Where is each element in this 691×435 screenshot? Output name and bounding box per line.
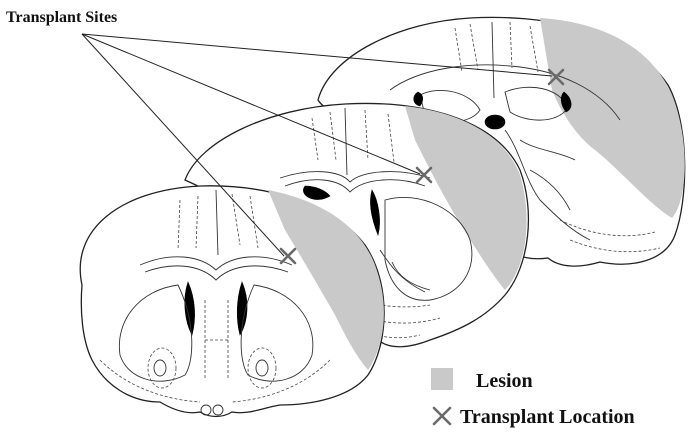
gray-square-icon <box>431 368 453 390</box>
title-label: Transplant Sites <box>6 9 117 26</box>
legend-transplant-label: Transplant Location <box>460 406 635 428</box>
legend-lesion-label: Lesion <box>476 370 533 392</box>
legend: Lesion Transplant Location <box>431 368 635 428</box>
x-mark-icon <box>434 408 450 424</box>
brain-section-front <box>80 186 384 417</box>
section-back-third-ventricle <box>485 115 505 129</box>
